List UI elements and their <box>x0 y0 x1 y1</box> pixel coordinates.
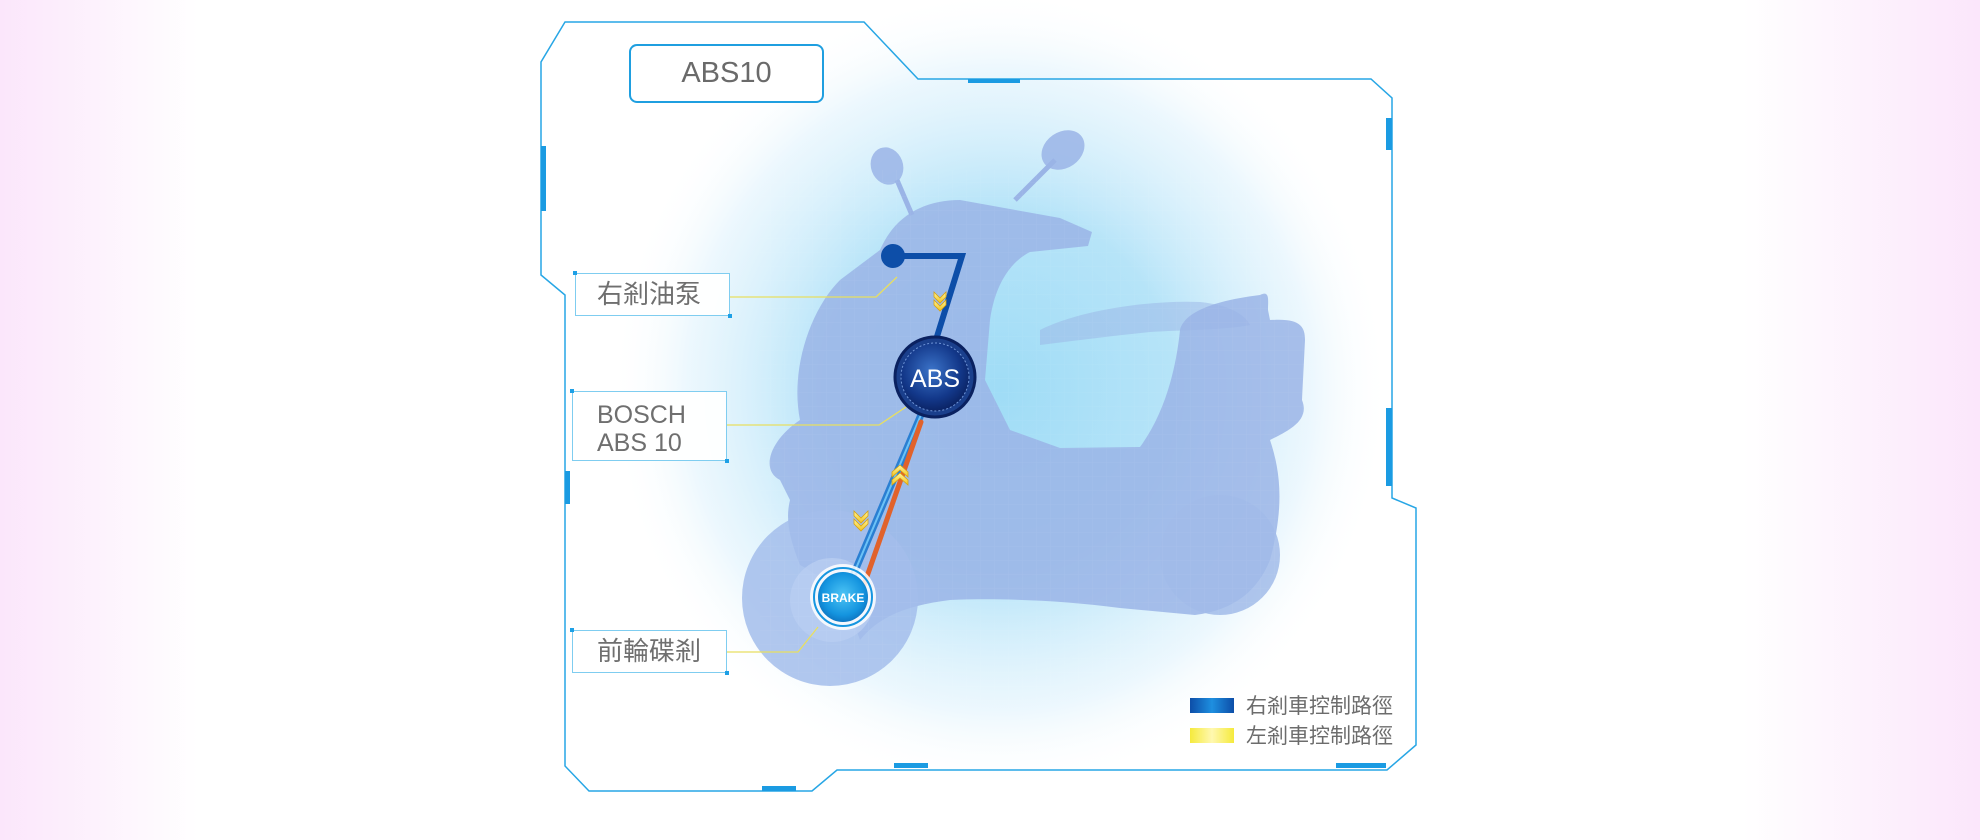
legend-swatch-right-brake <box>1190 697 1234 713</box>
legend-item: 左剎車控制路徑 <box>1190 720 1393 750</box>
label-bosch-line2: ABS 10 <box>597 429 682 457</box>
flow-chevron <box>853 510 869 532</box>
right-brake-path <box>845 253 967 589</box>
legend: 右剎車控制路徑 左剎車控制路徑 <box>1190 690 1393 750</box>
legend-item: 右剎車控制路徑 <box>1190 690 1393 720</box>
label-bosch-line1: BOSCH <box>597 401 686 429</box>
flow-chevron <box>933 291 947 312</box>
brake-node-label: BRAKE <box>822 591 865 605</box>
flow-chevron <box>891 464 909 486</box>
legend-swatch-left-brake <box>1190 727 1234 743</box>
diagram-title: ABS10 <box>629 44 824 103</box>
abs-node-label: ABS <box>910 365 960 393</box>
frame-accents <box>541 79 1392 791</box>
label-front-disc-brake: 前輪碟剎 <box>570 628 729 675</box>
brake-node: BRAKE <box>810 564 876 630</box>
pump-node <box>881 244 905 268</box>
abs-node: ABS <box>893 335 977 419</box>
callout-lines <box>727 276 907 653</box>
legend-label: 右剎車控制路徑 <box>1246 695 1393 718</box>
frame-border <box>540 21 1417 792</box>
label-bosch-abs: BOSCH ABS 10 <box>570 389 729 463</box>
left-brake-path <box>861 419 924 588</box>
label-right-brake-pump: 右剎油泵 <box>573 271 732 318</box>
legend-label: 左剎車控制路徑 <box>1246 725 1393 748</box>
